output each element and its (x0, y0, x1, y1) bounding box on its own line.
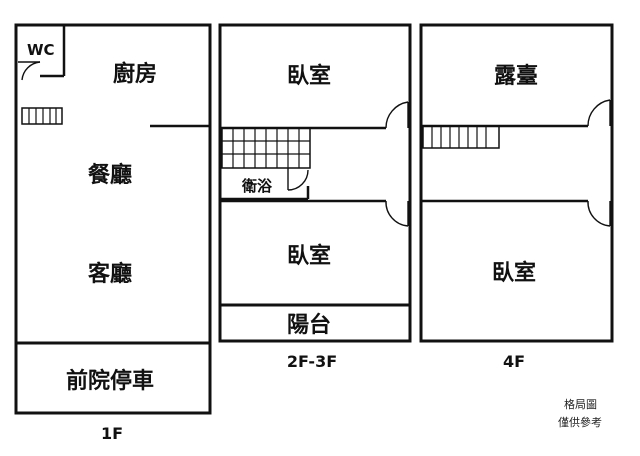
floor-4F-outline (419, 23, 614, 343)
stairs (221, 127, 311, 169)
room-label-bedroom-back: 臥室 (287, 243, 331, 269)
room-label-living: 客廳 (88, 261, 132, 287)
room-label-wc: WC (27, 41, 55, 59)
floor-caption-4F: 4F (503, 352, 525, 371)
room-label-front-yard-parking: 前院停車 (66, 368, 154, 394)
floor-2F-3F-outline (218, 23, 412, 343)
room-label-bedroom: 臥室 (492, 260, 536, 286)
room-label-kitchen: 廚房 (113, 61, 157, 87)
floor-caption-2F-3F: 2F-3F (287, 352, 337, 371)
note-layout-diagram: 格局圖 (564, 398, 597, 411)
room-label-terrace: 露臺 (494, 64, 538, 89)
floor-1F: WC 廚房 餐廳 客廳 前院停車 1F (14, 23, 212, 443)
floor-caption-1F: 1F (101, 424, 123, 443)
wc-door-swing (21, 61, 41, 81)
bedroom-door-upper-swing (385, 101, 409, 129)
note-reference-only: 僅供參考 (558, 416, 602, 429)
room-label-bathroom: 衛浴 (241, 177, 273, 195)
bedroom-door-lower-swing (385, 200, 409, 227)
terrace-door-swing (587, 99, 611, 127)
room-label-dining: 餐廳 (88, 162, 132, 188)
stairs (21, 107, 63, 125)
room-label-bedroom-front: 臥室 (287, 63, 331, 89)
bedroom-door-swing (587, 200, 611, 227)
stairs (422, 125, 500, 149)
floor-1F-outline (14, 23, 212, 415)
floor-4F: 露臺 臥室 4F (419, 23, 614, 371)
bathroom-door-swing (287, 169, 309, 191)
room-label-balcony: 陽台 (287, 312, 331, 338)
floor-2F-3F: 臥室 衛浴 臥室 陽台 2F-3F (218, 23, 412, 371)
